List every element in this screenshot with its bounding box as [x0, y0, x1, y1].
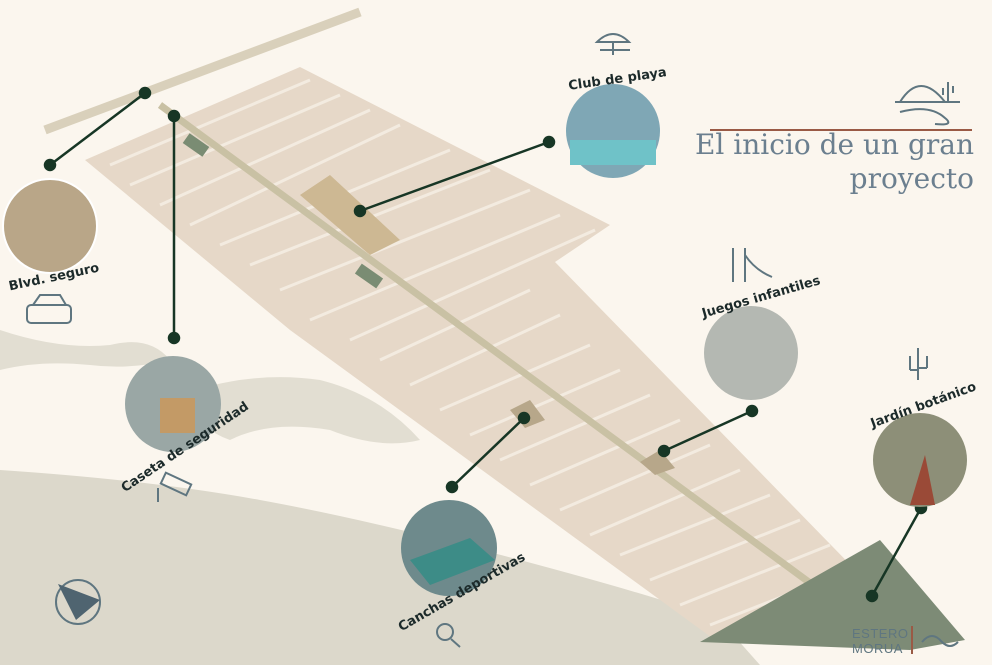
cactus-icon: [909, 348, 928, 380]
botanical-garden-photo: [873, 413, 967, 507]
amenity-icons: [26, 33, 960, 648]
central-boulevard: [157, 102, 843, 608]
club-area: [300, 175, 400, 255]
green-corner: [700, 540, 965, 650]
estuary-branch: [0, 330, 170, 370]
wave-logo-icon: [921, 635, 959, 647]
brand-line-2: MORUA: [852, 641, 903, 656]
page-title: El inicio de un gran proyecto: [674, 128, 974, 196]
estuary-land: [180, 377, 420, 444]
title-line-1: El inicio de un gran: [694, 128, 974, 161]
pin-lines: [43, 86, 928, 603]
playground-area: [640, 450, 675, 475]
beach-umbrella-icon: [594, 33, 632, 55]
photo-circles: [2, 84, 967, 596]
car-icon: [26, 294, 72, 324]
playground-photo: [704, 306, 798, 400]
brand-logo: ESTERO MORUA: [852, 626, 908, 656]
brand-line-1: ESTERO: [852, 626, 909, 641]
coast-land: [0, 470, 760, 665]
boulevard-photo: [3, 179, 97, 273]
slide-icon: [732, 248, 773, 282]
sun-cactus-logo-icon: [895, 82, 960, 126]
title-rule: [710, 129, 972, 131]
access-road: [43, 7, 362, 135]
green-patch: [354, 263, 384, 289]
green-patch: [182, 133, 210, 157]
security-camera-icon: [157, 471, 193, 502]
title-line-2: proyecto: [849, 162, 974, 195]
paddle-racket-icon: [436, 623, 461, 648]
compass-icon: [55, 579, 101, 625]
